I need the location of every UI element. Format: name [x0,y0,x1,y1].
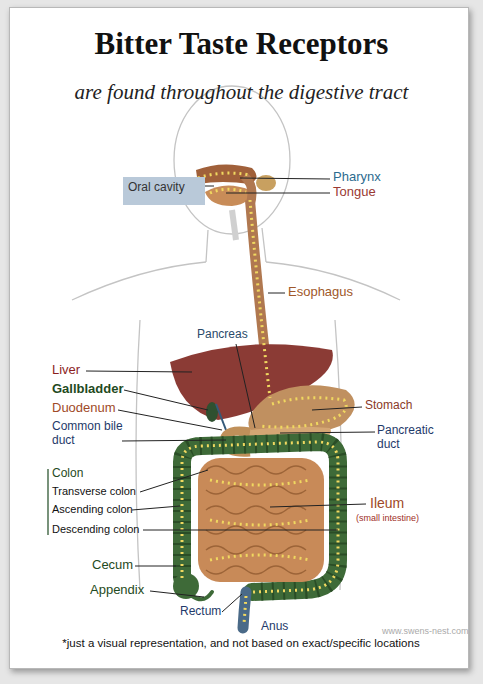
bracket [47,469,48,535]
leader-line [280,432,375,433]
part-label: Transverse colon [52,485,136,498]
leader-line [205,186,214,187]
leader-lines [86,178,375,612]
leader-line [268,293,285,294]
colon-shape [182,442,338,592]
torso-outline [136,320,342,590]
leader-line [270,504,366,507]
part-label: Common bile duct [52,420,124,448]
receptor-dots [210,480,310,560]
receptor-dots [244,596,246,624]
part-label: Colon [52,467,83,481]
leader-line [118,410,222,430]
leader-line [135,566,176,567]
part-label: Ascending colon [52,503,133,516]
leader-line [312,407,362,410]
intestine-coils [206,466,306,574]
part-label: Descending colon [52,523,139,536]
part-label: Ileum [370,495,404,511]
part-label: Pharynx [333,170,381,185]
receptor-dots [182,442,338,592]
leader-line [140,470,208,492]
shoulder-outline [72,262,400,300]
receptor-dots [260,398,346,427]
leader-line [86,371,192,372]
receptor-dots [250,200,270,398]
salivary-gland [256,175,276,191]
leader-line [132,506,180,510]
colon-haustra [182,442,338,592]
receptor-dots [198,173,250,178]
trachea [232,210,236,240]
part-label: Pancreas [197,328,248,342]
leader-line [236,344,255,428]
watermark: www.swens-nest.com [382,626,469,636]
receptor-dots [210,189,246,193]
small-intestine [198,458,324,582]
part-label: Appendix [90,583,144,598]
node-text: Oral cavity [128,180,200,194]
part-label: Tongue [333,185,376,200]
leader-line [143,530,338,531]
receptor-dots [182,173,346,624]
part-label: Anus [261,620,288,634]
leader-line [150,591,204,597]
tongue-shape [205,185,250,206]
bile-duct [216,404,226,430]
part-label: Gallbladder [52,382,124,397]
footnote: *just a visual representation, and not b… [12,637,470,650]
part-label: Pancreatic duct [377,424,439,452]
part-label: Liver [52,363,80,378]
leader-line [222,594,242,612]
part-label: Duodenum [52,401,116,416]
leader-line [122,440,226,441]
leader-line [226,193,330,194]
part-label: Esophagus [288,285,353,300]
part-label: Rectum [180,605,221,619]
title: Bitter Taste Receptors [0,26,483,62]
subtitle: are found throughout the digestive tract [0,80,483,104]
label-box: Oral cavity [123,177,205,205]
leader-line [240,178,330,179]
part-label: Cecum [92,558,133,573]
leader-line [124,390,208,410]
part-label: (small intestine) [356,513,419,523]
rectum-shape [243,592,246,628]
part-label: Stomach [365,399,412,413]
